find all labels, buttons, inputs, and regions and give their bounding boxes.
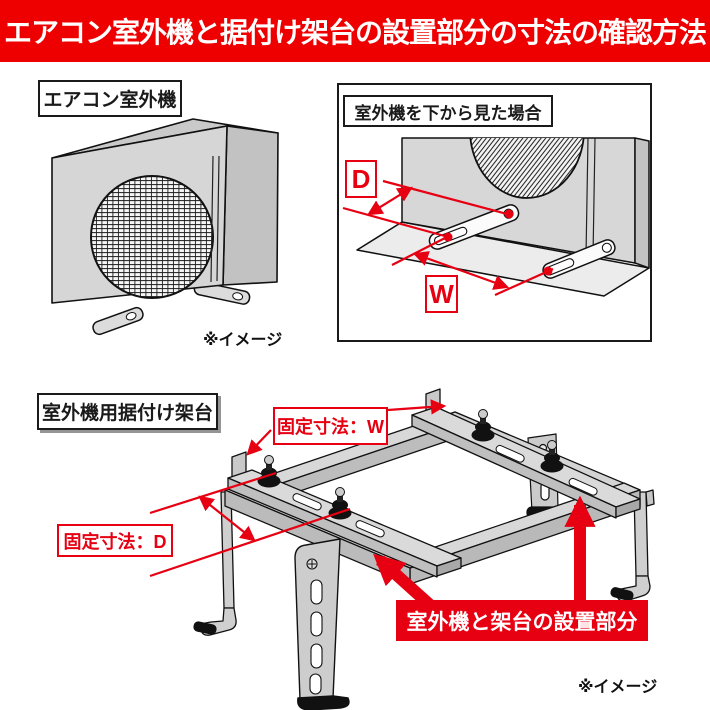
title-bar: エアコン室外機と据付け架台の設置部分の寸法の確認方法: [0, 0, 710, 62]
bolt-hole-markers: [443, 209, 553, 276]
panel-seams: [210, 155, 220, 283]
w-dimension-lines: [391, 234, 554, 297]
w-dimension-arrows: [246, 399, 447, 456]
unit-feet: [92, 281, 251, 336]
bottom-view-panel: [337, 83, 652, 342]
image-note-bottom: ※イメージ: [578, 679, 658, 696]
stand-legs-rear: [193, 491, 237, 636]
outdoor-unit-label-box: エアコン室外機: [38, 80, 182, 117]
fan-grille: [90, 175, 214, 299]
fixed-dim-d-label: 固定寸法：D: [63, 531, 167, 552]
bottom-view-label: 室外機を下から見た場合: [354, 103, 542, 123]
image-note-top: ※イメージ: [203, 332, 283, 349]
dim-d-label: D: [351, 163, 371, 194]
stand-illustration: [149, 388, 655, 710]
outdoor-unit-illustration: [51, 118, 279, 336]
panel-seams: [585, 137, 596, 258]
fixed-dim-d-badge: 固定寸法：D: [57, 524, 173, 557]
fixed-dim-w-label: 固定寸法：W: [277, 417, 384, 437]
dim-w-badge: W: [425, 275, 458, 313]
bottom-view-illustration: [342, 137, 650, 297]
stand-label-box: 室外機用据付け架台: [37, 393, 218, 430]
dim-d-badge: D: [345, 160, 377, 198]
stand-label: 室外機用据付け架台: [41, 403, 213, 424]
page-title: エアコン室外機と据付け架台の設置部分の寸法の確認方法: [3, 17, 707, 48]
d-dimension-lines: [342, 179, 512, 240]
dim-w-label: W: [429, 278, 454, 309]
stand-leg-front: [294, 538, 350, 710]
d-dimension-lines: [149, 471, 351, 578]
crossbar-right: [411, 388, 641, 519]
fixed-dim-w-badge: 固定寸法：W: [273, 407, 388, 445]
bottom-view-label-box: 室外機を下から見た場合: [343, 95, 553, 127]
highlight-banner-label: 室外機と架台の設置部分: [406, 610, 638, 634]
fan-grille-partial: [469, 138, 585, 199]
highlight-banner: 室外機と架台の設置部分: [396, 600, 648, 641]
outdoor-unit-label: エアコン室外機: [43, 90, 177, 111]
